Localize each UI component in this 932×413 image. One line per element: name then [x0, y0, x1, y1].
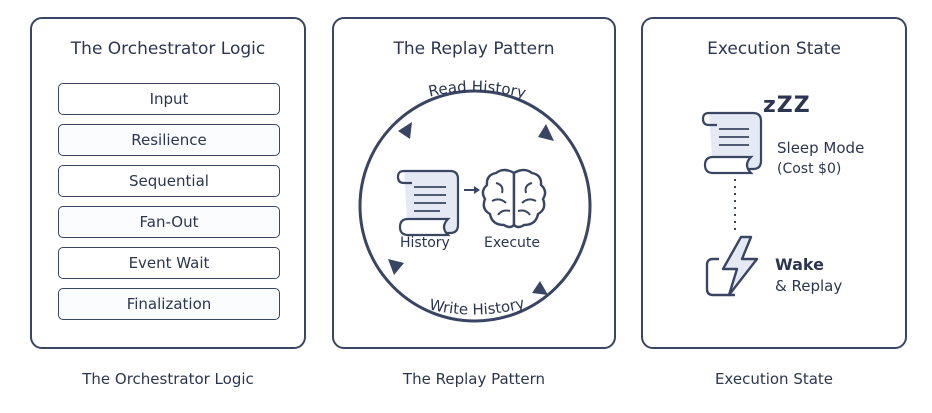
- lightning-icon: [705, 235, 759, 297]
- step-event-wait: Event Wait: [58, 247, 280, 279]
- flow-arrow-icon: [464, 186, 480, 194]
- orchestrator-logic-panel: The Orchestrator Logic Input Resilience …: [30, 17, 306, 349]
- history-label: History: [400, 235, 450, 251]
- read-history-label: Read History: [427, 77, 528, 102]
- arrow-head-bottom-right: [532, 281, 548, 295]
- step-finalization: Finalization: [58, 288, 280, 320]
- panel-title: The Replay Pattern: [393, 39, 555, 59]
- arrow-head-top-right: [538, 124, 554, 141]
- step-input: Input: [58, 83, 280, 115]
- scroll-icon: [396, 169, 460, 237]
- step-resilience: Resilience: [58, 124, 280, 156]
- sleep-mode-label: Sleep Mode: [777, 139, 865, 157]
- wake-label: Wake: [775, 255, 824, 274]
- orchestrator-steps-list: Input Resilience Sequential Fan-Out Even…: [58, 83, 280, 329]
- panel-title: Execution State: [707, 39, 841, 59]
- footer-caption-replay: The Replay Pattern: [402, 370, 546, 388]
- replay-cycle-diagram: Read History Write History: [358, 77, 592, 323]
- replay-cycle-ring: [358, 89, 592, 323]
- panel-title: The Orchestrator Logic: [70, 39, 266, 59]
- footer-caption-orchestrator: The Orchestrator Logic: [82, 370, 254, 388]
- arrow-head-bottom-left: [388, 259, 404, 275]
- replay-label: & Replay: [775, 277, 843, 295]
- execution-state-diagram: [701, 111, 763, 297]
- scroll-icon: [701, 111, 763, 175]
- sleep-cost-label: (Cost $0): [777, 161, 842, 177]
- execution-state-panel: Execution State zZZ Sleep Mode (Cost $0)…: [641, 17, 907, 349]
- sleep-zzz-icon: zZZ: [763, 93, 811, 118]
- step-fan-out: Fan-Out: [58, 206, 280, 238]
- arrow-head-top-left: [398, 122, 412, 139]
- step-sequential: Sequential: [58, 165, 280, 197]
- execute-label: Execute: [484, 235, 540, 251]
- footer-caption-execution: Execution State: [714, 370, 834, 388]
- replay-pattern-panel: The Replay Pattern Read History Write Hi…: [332, 17, 616, 349]
- brain-icon: [481, 168, 547, 229]
